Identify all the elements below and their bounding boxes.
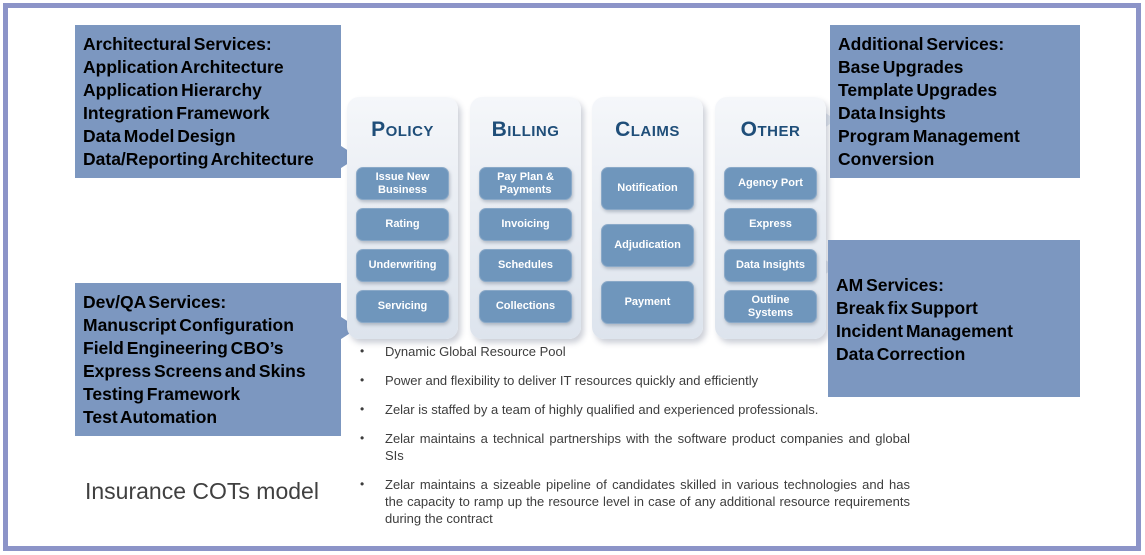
module-chip-payment: Payment [601, 281, 694, 324]
billing-column-panel: Billing Pay Plan & Payments Invoicing Sc… [470, 97, 581, 339]
policy-column-header: Policy [371, 118, 434, 141]
module-chip-agency-port: Agency Port [724, 167, 817, 200]
other-column-panel: Other Agency Port Express Data Insights … [715, 97, 826, 339]
box-item: Test Automation [83, 407, 218, 427]
policy-column-panel: Policy Issue New Business Rating Underwr… [347, 97, 458, 339]
module-chip-collections: Collections [479, 290, 572, 323]
claims-button-stack: Notification Adjudication Payment [601, 167, 694, 324]
box-item: Manuscript Configuration [83, 315, 294, 335]
box-item: Application Architecture [83, 57, 284, 77]
billing-column-header: Billing [491, 118, 560, 141]
box-title: AM Services: [836, 274, 944, 295]
box-item: Break fix Support [836, 297, 978, 318]
bullet-item: Zelar maintains a technical partnerships… [352, 430, 910, 464]
module-chip-underwriting: Underwriting [356, 249, 449, 282]
box-item: Data Model Design [83, 126, 236, 146]
bullet-item: Dynamic Global Resource Pool [352, 343, 910, 360]
module-chip-outline-systems: Outline Systems [724, 290, 817, 323]
box-item: Testing Framework [83, 384, 241, 404]
module-chip-notification: Notification [601, 167, 694, 210]
box-item: Incident Management [836, 320, 1013, 341]
bullet-item: Zelar is staffed by a team of highly qua… [352, 401, 910, 418]
bullet-item: Power and flexibility to deliver IT reso… [352, 372, 910, 389]
additional-services-box: Additional Services: Base Upgrades Templ… [830, 25, 1080, 178]
policy-button-stack: Issue New Business Rating Underwriting S… [356, 167, 449, 323]
box-item: Conversion [838, 149, 935, 169]
slide-title: Insurance COTs model [85, 478, 319, 504]
box-item: Data Correction [836, 343, 966, 364]
module-chip-adjudication: Adjudication [601, 224, 694, 267]
module-chip-servicing: Servicing [356, 290, 449, 323]
box-item: Field Engineering CBO’s [83, 338, 284, 358]
module-chip-schedules: Schedules [479, 249, 572, 282]
bullet-item: Zelar maintains a sizeable pipeline of c… [352, 476, 910, 527]
box-item: Template Upgrades [838, 80, 998, 100]
box-title: Dev/QA Services: [83, 292, 227, 312]
box-item: Integration Framework [83, 103, 270, 123]
module-chip-rating: Rating [356, 208, 449, 241]
box-item: Base Upgrades [838, 57, 964, 77]
am-services-box: AM Services: Break fix Support Incident … [828, 240, 1080, 397]
other-column-header: Other [740, 118, 801, 141]
module-chip-invoicing: Invoicing [479, 208, 572, 241]
other-button-stack: Agency Port Express Data Insights Outlin… [724, 167, 817, 323]
claims-column-panel: Claims Notification Adjudication Payment [592, 97, 703, 339]
box-title: Architectural Services: [83, 34, 272, 54]
devqa-services-box: Dev/QA Services: Manuscript Configuratio… [75, 283, 341, 436]
claims-column-header: Claims [615, 118, 680, 141]
box-item: Express Screens and Skins [83, 361, 306, 381]
module-chip-express: Express [724, 208, 817, 241]
box-title: Additional Services: [838, 34, 1005, 54]
box-item: Program Management [838, 126, 1020, 146]
box-item: Data Insights [838, 103, 946, 123]
module-chip-issue-new-business: Issue New Business [356, 167, 449, 200]
architectural-services-box: Architectural Services: Application Arch… [75, 25, 341, 178]
notes-bullet-list: Dynamic Global Resource Pool Power and f… [352, 343, 910, 539]
billing-button-stack: Pay Plan & Payments Invoicing Schedules … [479, 167, 572, 323]
module-chip-data-insights: Data Insights [724, 249, 817, 282]
box-item: Data/Reporting Architecture [83, 149, 314, 169]
box-item: Application Hierarchy [83, 80, 262, 100]
module-chip-pay-plan-payments: Pay Plan & Payments [479, 167, 572, 200]
